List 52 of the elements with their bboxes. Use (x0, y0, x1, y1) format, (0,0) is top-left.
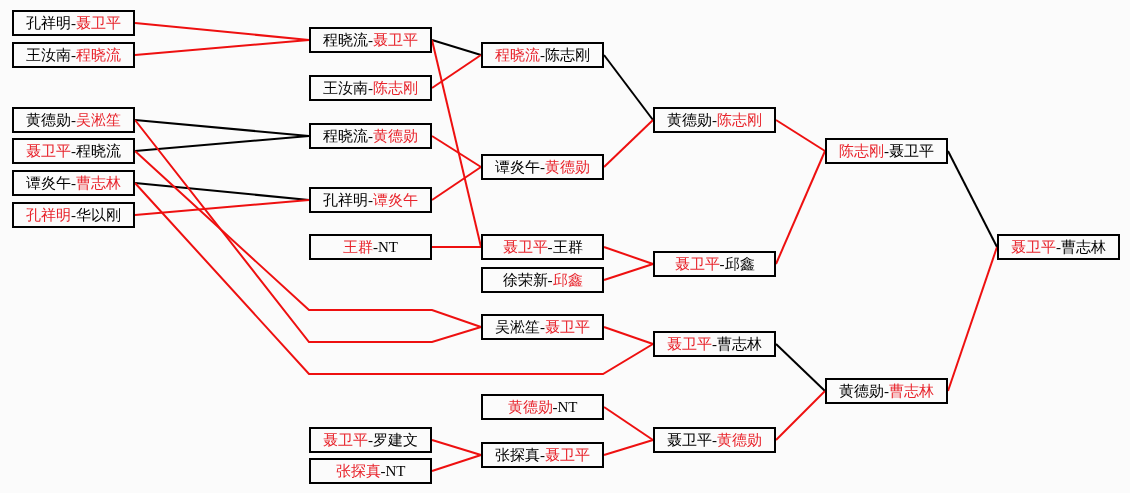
match-box: 黄德勋-吴淞笙 (12, 107, 135, 133)
connector-line (431, 439, 482, 456)
connector-line (603, 246, 654, 265)
match-box: 聂卫平-王群 (481, 234, 604, 260)
match-box: 孔祥明-谭炎午 (309, 187, 432, 213)
match-box: 程晓流-陈志刚 (481, 42, 604, 68)
match-box: 聂卫平-邱鑫 (653, 251, 776, 277)
connector-line (134, 199, 310, 216)
match-box: 谭炎午-黄德勋 (481, 154, 604, 180)
match-box: 黄德勋-陈志刚 (653, 107, 776, 133)
connector-line (775, 343, 826, 392)
match-box: 聂卫平-罗建文 (309, 427, 432, 453)
connector-line (603, 326, 654, 345)
connector-line (603, 263, 654, 281)
match-box: 黄德勋-曹志林 (825, 378, 948, 404)
connector-line (603, 54, 654, 121)
connector-line (603, 119, 654, 168)
connector-line (431, 246, 482, 248)
connector-line (431, 54, 482, 89)
connector-line (431, 39, 482, 56)
match-box: 王群-NT (309, 234, 432, 260)
connector-line (134, 119, 482, 343)
connector-line (431, 166, 482, 201)
connector-line (134, 135, 310, 152)
match-box: 谭炎午-曹志林 (12, 170, 135, 196)
connector-line (947, 150, 998, 248)
connector-line (134, 182, 654, 375)
match-box: 徐荣新-邱鑫 (481, 267, 604, 293)
connector-line (603, 406, 654, 441)
connector-line (431, 135, 482, 168)
match-box: 聂卫平-曹志林 (997, 234, 1120, 260)
match-box: 张探真-聂卫平 (481, 442, 604, 468)
match-box: 王汝南-程晓流 (12, 42, 135, 68)
match-box: 王汝南-陈志刚 (309, 75, 432, 101)
connector-line (775, 150, 826, 265)
match-box: 陈志刚-聂卫平 (825, 138, 948, 164)
match-box: 孔祥明-聂卫平 (12, 10, 135, 36)
match-box: 程晓流-黄德勋 (309, 123, 432, 149)
connector-line (775, 119, 826, 152)
match-box: 程晓流-聂卫平 (309, 27, 432, 53)
match-box: 聂卫平-程晓流 (12, 138, 135, 164)
match-box: 孔祥明-华以刚 (12, 202, 135, 228)
connector-line (134, 39, 310, 56)
connector-line (134, 150, 482, 328)
connector-line (603, 439, 654, 456)
match-box: 黄德勋-NT (481, 394, 604, 420)
connector-line (431, 454, 482, 472)
connector-line (775, 390, 826, 441)
match-box: 聂卫平-曹志林 (653, 331, 776, 357)
match-box: 张探真-NT (309, 458, 432, 484)
match-box: 聂卫平-黄德勋 (653, 427, 776, 453)
match-box: 吴淞笙-聂卫平 (481, 314, 604, 340)
